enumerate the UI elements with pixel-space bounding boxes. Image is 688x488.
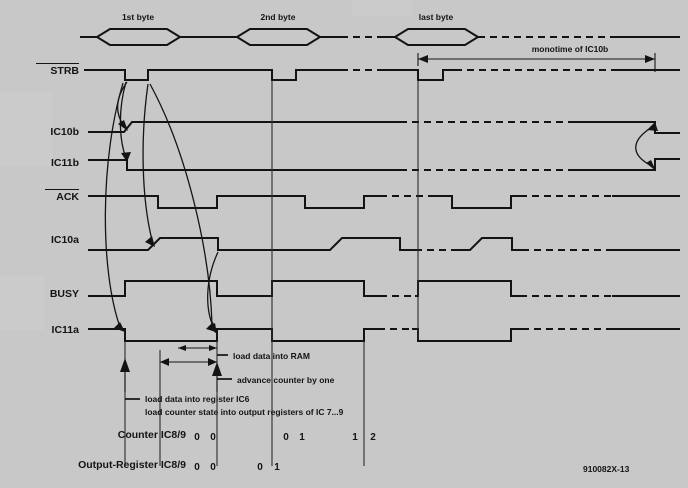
waveform-strb [88,69,680,81]
arrow-head-ic11a-2 [208,323,217,334]
lower-annotations: load data into register IC6 load counter… [125,394,344,417]
load-register-label: load data into register IC6 [145,394,250,404]
outreg-cell-0-right: 0 [210,462,216,473]
arrow-strb-to-ic11a [104,82,124,328]
counter-row: Counter IC8/9 0 0 0 1 1 2 [118,429,376,443]
advance-counter-dimension: advance counter by one [160,358,335,385]
outreg-cell-1-left: 0 [257,462,263,473]
arrow-head-ic11b [121,152,131,162]
load-ram-arrow-left [178,345,186,351]
ic11b-trace-left [88,159,400,171]
ic11b-trace-right [570,158,680,171]
event-arrow-t0-head [120,358,130,372]
waveform-ic11a [88,328,680,342]
arrow-ic10b-to-ic11b [635,122,658,171]
ack-trace-left [88,195,380,209]
load-ram-arrow-right [209,345,217,351]
waveform-ack [88,195,680,209]
waveform-ic10a [88,237,680,251]
counter-cell-0-right: 0 [210,432,216,443]
counter-cell-1-left: 0 [283,432,289,443]
arrow-strb-to-ic10b [116,81,128,127]
event-arrows [120,358,222,392]
waveform-busy [88,280,680,297]
byte-label-1st: 1st byte [122,12,154,22]
advance-counter-label: advance counter by one [237,375,335,385]
counter-cell-2-left: 1 [352,432,358,443]
ic10b-trace-right [570,121,680,134]
output-register-row: Output-Register IC8/9 0 0 0 1 [78,459,280,473]
outreg-cell-0-left: 0 [194,462,200,473]
advance-arrow-left [160,358,169,366]
signal-label-ic11a: IC11a [52,324,80,336]
arrow-head-ic11a [114,322,125,332]
arrow-head-up [647,122,658,131]
ic10a-trace-left [88,237,415,251]
output-register-row-label: Output-Register IC8/9 [78,459,186,471]
load-counter-state-label: load counter state into output registers… [145,407,344,417]
ic11a-trace-mid [412,328,522,342]
counter-row-label: Counter IC8/9 [118,429,186,441]
signal-label-column: STRB IC10b IC11b ACK IC10a BUSY IC11a [36,62,88,336]
advance-arrow-right [208,358,217,366]
counter-cell-0-left: 0 [194,432,200,443]
waveform-ic11b [88,158,680,171]
monotime-arrow-left [418,55,428,63]
waveform-ic10b [88,121,680,134]
byte-label-last: last byte [419,12,454,22]
monotime-label: monotime of IC10b [532,44,609,54]
signal-label-strb: STRB [50,65,79,77]
arrow-head-ic10a [145,236,155,247]
signal-label-ack: ACK [56,191,79,203]
strb-trace-mid [383,69,455,81]
counter-cell-2-right: 2 [370,432,376,443]
signal-label-ic10b: IC10b [50,126,79,138]
counter-cell-1-right: 1 [299,432,305,443]
ic10b-trace-left [88,121,400,133]
arrow-head-ic10b [118,120,128,131]
signal-label-busy: BUSY [50,288,79,300]
document-id: 910082X-13 [583,464,630,474]
monotime-arrow-right [645,55,655,63]
ic11a-trace-left [88,328,378,342]
ic10a-trace-mid [455,237,522,251]
strb-trace-left [88,69,341,81]
data-bus-hexagon-2nd-byte [235,28,322,46]
arrow-ic10a-to-ic11a [207,251,219,329]
load-ram-label: load data into RAM [233,351,310,361]
busy-trace-mid [415,280,520,297]
event-arrow-t2-head [212,362,222,376]
busy-trace-left [88,280,380,297]
data-bus-row: 1st byte 2nd byte last byte [80,12,680,46]
causality-arrows [104,81,219,334]
signal-label-ic11b: IC11b [51,157,79,169]
ack-trace-mid [430,195,520,209]
arrow-strb-to-busy [149,83,213,326]
arrow-curve [635,125,655,167]
data-bus-hexagon-last-byte [393,28,480,46]
byte-label-2nd: 2nd byte [261,12,296,22]
signal-label-ic10a: IC10a [51,234,79,246]
arrow-head-down [646,160,656,171]
load-ram-dimension: load data into RAM [178,345,310,361]
monotime-dimension: monotime of IC10b [417,44,656,72]
arrow-strb-to-ic10a [142,83,153,241]
arrow-strb-to-ic11b [119,81,127,159]
outreg-cell-1-right: 1 [274,462,280,473]
data-bus-hexagon-1st-byte [95,28,182,46]
